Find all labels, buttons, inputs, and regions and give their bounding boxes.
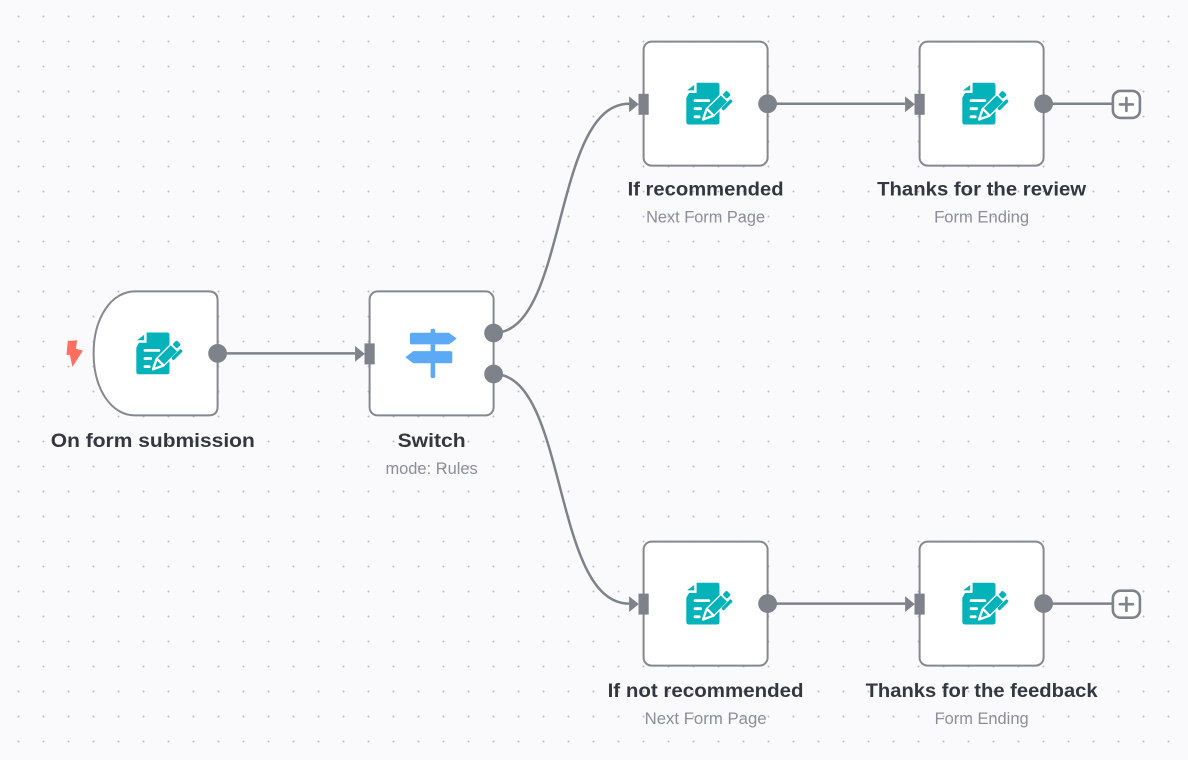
svg-text:mode: Rules: mode: Rules xyxy=(385,459,477,478)
svg-text:Switch: Switch xyxy=(398,430,466,452)
svg-text:If recommended: If recommended xyxy=(628,179,784,201)
svg-text:Next Form Page: Next Form Page xyxy=(646,208,765,227)
svg-text:Form Ending: Form Ending xyxy=(935,709,1029,728)
svg-text:Next Form Page: Next Form Page xyxy=(645,709,767,728)
svg-text:If not recommended: If not recommended xyxy=(608,680,804,702)
svg-text:On form submission: On form submission xyxy=(51,430,255,452)
svg-text:Form Ending: Form Ending xyxy=(934,208,1029,227)
svg-text:Thanks for the feedback: Thanks for the feedback xyxy=(866,680,1098,702)
svg-text:Thanks for the review: Thanks for the review xyxy=(877,179,1087,201)
